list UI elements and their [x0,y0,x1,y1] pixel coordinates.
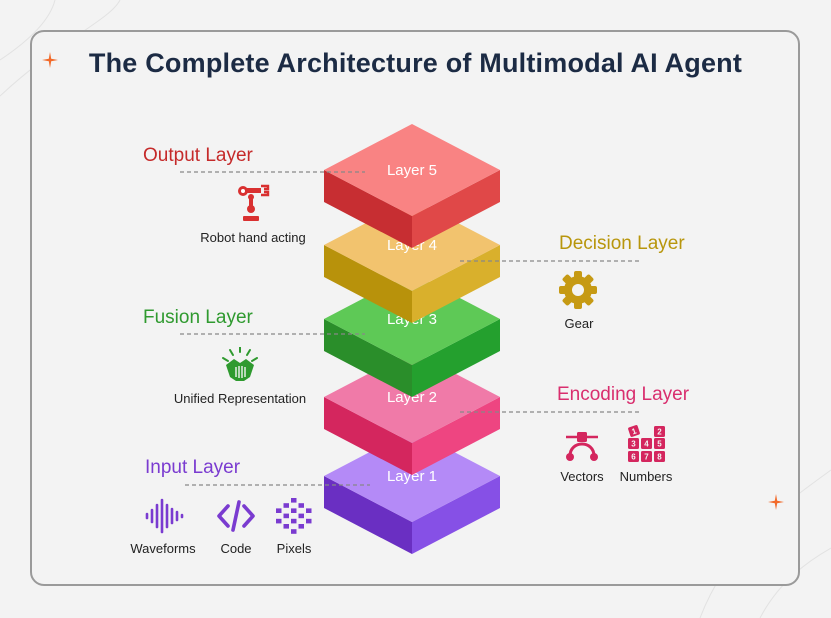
waveforms-caption: Waveforms [130,541,196,556]
numbers-digit: 6 [631,453,636,462]
gear-icon [559,271,597,309]
numbers-digit: 4 [644,440,649,449]
layer-right-face [412,245,500,323]
output-layer-title: Output Layer [143,145,253,166]
gear-caption: Gear [564,316,594,331]
layer-left-face [324,319,412,397]
fusion-layer-title: Fusion Layer [143,307,253,328]
pixel-square [306,518,312,524]
layer-right-face [412,319,500,397]
layer-left-face [324,397,412,475]
waveform-icon [145,498,184,534]
number-blocks-icon: 1 2 3 4 5 6 7 8 [628,425,665,462]
vectors-caption: Vectors [560,469,604,484]
numbers-caption: Numbers [619,469,673,484]
robot-arm-icon [238,184,270,221]
page-title: The Complete Architecture of Multimodal … [88,48,743,78]
handshake-icon [222,347,258,381]
layer-right-face [412,397,500,475]
pixel-square [276,518,282,524]
encoding-layer-title: Encoding Layer [557,384,690,405]
pixel-square [283,524,289,529]
layer-top-face [324,124,500,216]
sparkle-icon [42,52,58,68]
layer-left-face [324,245,412,323]
code-icon [217,500,255,532]
layer-right-face [412,476,500,554]
pixel-square [276,508,282,513]
pixel-square [291,518,297,524]
code-caption: Code [220,541,252,556]
layer-tile-5: Layer 5 [324,124,500,248]
numbers-digit: 5 [657,440,662,449]
pixel-grid-icon [276,498,312,534]
sparkle-icon [768,494,784,510]
numbers-digit: 7 [644,453,649,462]
robot-hand-caption: Robot hand acting [200,230,306,245]
pixels-caption: Pixels [276,541,312,556]
pixel-square [298,524,304,529]
numbers-digit: 2 [657,428,662,437]
pixel-square [283,513,289,519]
layer-label: Layer 5 [387,162,437,179]
decision-layer-title: Decision Layer [559,233,685,254]
pixel-square [298,513,304,519]
pixel-square [283,503,289,508]
input-layer-title: Input Layer [145,457,241,478]
layer-top-face [324,430,500,522]
layer-left-face [324,170,412,248]
layer-left-face [324,476,412,554]
pixel-square [298,503,304,508]
layer-label: Layer 1 [387,468,437,485]
numbers-digit: 3 [631,440,636,449]
pixel-square [291,529,297,534]
numbers-digit: 8 [657,453,662,462]
layer-right-face [412,170,500,248]
vector-nodes-icon [566,432,598,461]
layer-tile-1: Layer 1 [324,430,500,554]
pixel-square [306,508,312,513]
pixel-square [291,508,297,513]
numbers-digit: 1 [631,426,639,436]
pixel-square [291,498,297,503]
unified-representation-caption: Unified Representation [173,391,307,406]
layer-label: Layer 2 [387,389,437,406]
